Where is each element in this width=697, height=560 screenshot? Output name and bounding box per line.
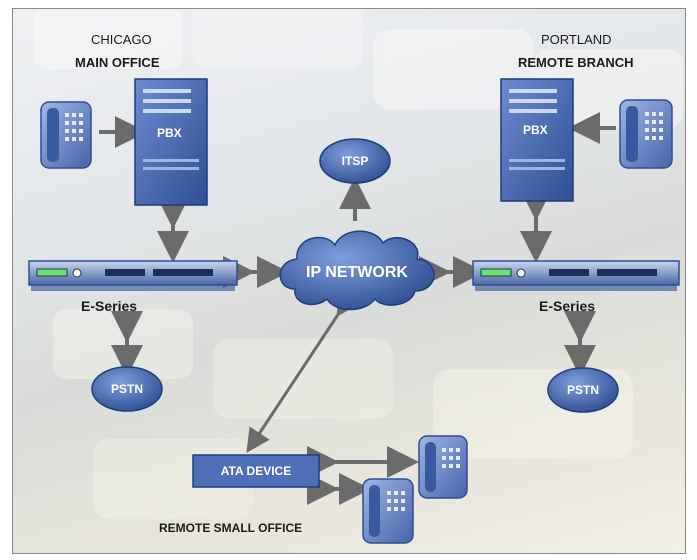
eseries-label-portland: E-Series [539, 298, 596, 314]
eseries-appliance-chicago [28, 260, 238, 291]
ip-network-label: IP NETWORK [306, 264, 408, 281]
pbx-server-portland [500, 78, 574, 202]
portland-label: PORTLAND [541, 32, 612, 47]
eseries-label-chicago: E-Series [81, 298, 138, 314]
phone-icon-chicago [40, 101, 92, 169]
ata-device-label: ATA DEVICE [220, 464, 292, 478]
phone-icon-portland [619, 99, 673, 169]
phone-icon-small-office-upper [418, 435, 468, 499]
eseries-appliance-portland [472, 260, 680, 291]
connection-arrows [99, 112, 616, 505]
pbx-server-chicago [134, 78, 208, 206]
ata-device-box [192, 454, 320, 488]
remote-branch-label: REMOTE BRANCH [518, 55, 634, 70]
arrow-network-ata [246, 290, 360, 454]
main-office-label: MAIN OFFICE [75, 55, 160, 70]
ip-network-cloud [279, 230, 435, 311]
pbx-label-chicago: PBX [157, 126, 182, 140]
chicago-label: CHICAGO [91, 32, 152, 47]
diagram-frame: CHICAGO MAIN OFFICE PORTLAND REMOTE BRAN… [12, 8, 686, 554]
pbx-label-portland: PBX [523, 123, 548, 137]
pstn-node-chicago [91, 366, 163, 412]
itsp-node [319, 138, 391, 184]
diagram-graphics [28, 9, 683, 544]
pstn-label-portland: PSTN [566, 383, 599, 397]
pstn-node-portland [547, 367, 619, 413]
phone-icon-small-office-lower [362, 478, 414, 544]
itsp-label: ITSP [341, 154, 369, 168]
remote-small-office-label: REMOTE SMALL OFFICE [159, 521, 303, 535]
pstn-label-chicago: PSTN [110, 382, 143, 396]
